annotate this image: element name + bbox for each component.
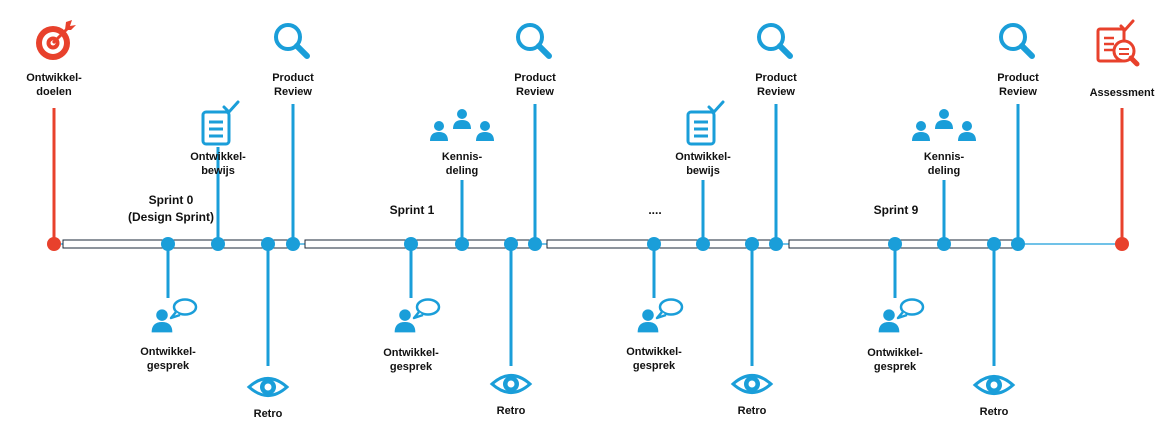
event-label-line: deling (928, 165, 960, 177)
eye-icon (489, 374, 533, 394)
event-node (888, 237, 902, 251)
event-label-line: Ontwikkel- (626, 346, 682, 358)
event-label-line: Retro (738, 405, 767, 417)
event-label-line: gesprek (390, 361, 433, 373)
event-node (404, 237, 418, 251)
magnifier-icon (999, 23, 1035, 59)
eye-icon (730, 374, 774, 394)
event-node (647, 237, 661, 251)
start-node (47, 237, 61, 251)
event-label-line: Ontwikkel- (190, 151, 246, 163)
event-label-line: Retro (980, 406, 1009, 418)
event-label: Ontwikkel-gesprek (383, 347, 439, 373)
assessment-icon (1096, 19, 1140, 67)
event-node (937, 237, 951, 251)
start-label-line: Ontwikkel- (26, 72, 82, 84)
sprint-title-line: .... (648, 203, 661, 217)
event-label: Retro (497, 405, 526, 417)
sprint-title: Sprint 1 (390, 203, 435, 217)
magnifier-icon (757, 23, 793, 59)
event-node (455, 237, 469, 251)
event-node (745, 237, 759, 251)
end-label: Assessment (1090, 87, 1155, 99)
event-node (528, 237, 542, 251)
event-label: Retro (980, 406, 1009, 418)
sprint-title-line: Sprint 1 (390, 203, 435, 217)
event-node (769, 237, 783, 251)
eye-icon (246, 377, 290, 397)
event-label: Kennis-deling (442, 151, 483, 177)
event-label-line: gesprek (633, 360, 676, 372)
event-label-line: Product (272, 72, 314, 84)
end-node (1115, 237, 1129, 251)
event-label-line: gesprek (874, 361, 917, 373)
sprint-title: Sprint 0 (Design Sprint) (128, 193, 214, 224)
event-label-line: Kennis- (442, 151, 483, 163)
event-label-line: gesprek (147, 360, 190, 372)
event-label-line: Ontwikkel- (140, 346, 196, 358)
event-label-line: Product (755, 72, 797, 84)
group-icon (430, 109, 494, 141)
event-label: Retro (738, 405, 767, 417)
event-label-line: bewijs (201, 165, 235, 177)
sprint-title: .... (648, 203, 661, 217)
document-check-icon (201, 100, 240, 146)
event-label-line: Ontwikkel- (675, 151, 731, 163)
magnifier-icon (516, 23, 552, 59)
event-label-line: Retro (254, 408, 283, 420)
event-node (1011, 237, 1025, 251)
group-icon (912, 109, 976, 141)
person-chat-icon (637, 298, 684, 333)
sprint-bar (62, 239, 289, 249)
event-label-line: Kennis- (924, 151, 965, 163)
event-label: Ontwikkel-gesprek (626, 346, 682, 372)
event-node (504, 237, 518, 251)
event-label-line: Review (999, 86, 1037, 98)
event-label-line: Ontwikkel- (383, 347, 439, 359)
event-node (261, 237, 275, 251)
event-label-line: Retro (497, 405, 526, 417)
event-label-line: Product (997, 72, 1039, 84)
person-chat-icon (878, 298, 925, 333)
sprint-title-line: Sprint 0 (149, 193, 194, 207)
event-label: Kennis-deling (924, 151, 965, 177)
event-node (161, 237, 175, 251)
document-check-icon (686, 100, 725, 146)
sprint-title-line: Sprint 9 (874, 203, 919, 217)
sprint-title-line: (Design Sprint) (128, 210, 214, 224)
person-chat-icon (151, 298, 198, 333)
event-node (696, 237, 710, 251)
event-label-line: deling (446, 165, 478, 177)
event-node (286, 237, 300, 251)
event-label: Retro (254, 408, 283, 420)
target-icon (36, 20, 76, 60)
end-label-line: Assessment (1090, 87, 1155, 99)
event-label-line: Product (514, 72, 556, 84)
sprint-title: Sprint 9 (874, 203, 919, 217)
event-node (211, 237, 225, 251)
event-label: Ontwikkel-gesprek (867, 347, 923, 373)
event-label: Ontwikkel-bewijs (675, 151, 731, 177)
event-label: Ontwikkel-bewijs (190, 151, 246, 177)
person-chat-icon (394, 298, 441, 333)
magnifier-icon (274, 23, 310, 59)
event-label-line: Ontwikkel- (867, 347, 923, 359)
start-label: Ontwikkel-doelen (26, 72, 82, 98)
event-label-line: bewijs (686, 165, 720, 177)
event-label: Ontwikkel-gesprek (140, 346, 196, 372)
event-node (987, 237, 1001, 251)
event-label-line: Review (757, 86, 795, 98)
eye-icon (972, 375, 1016, 395)
start-label-line: doelen (36, 86, 72, 98)
event-label-line: Review (274, 86, 312, 98)
event-label-line: Review (516, 86, 554, 98)
